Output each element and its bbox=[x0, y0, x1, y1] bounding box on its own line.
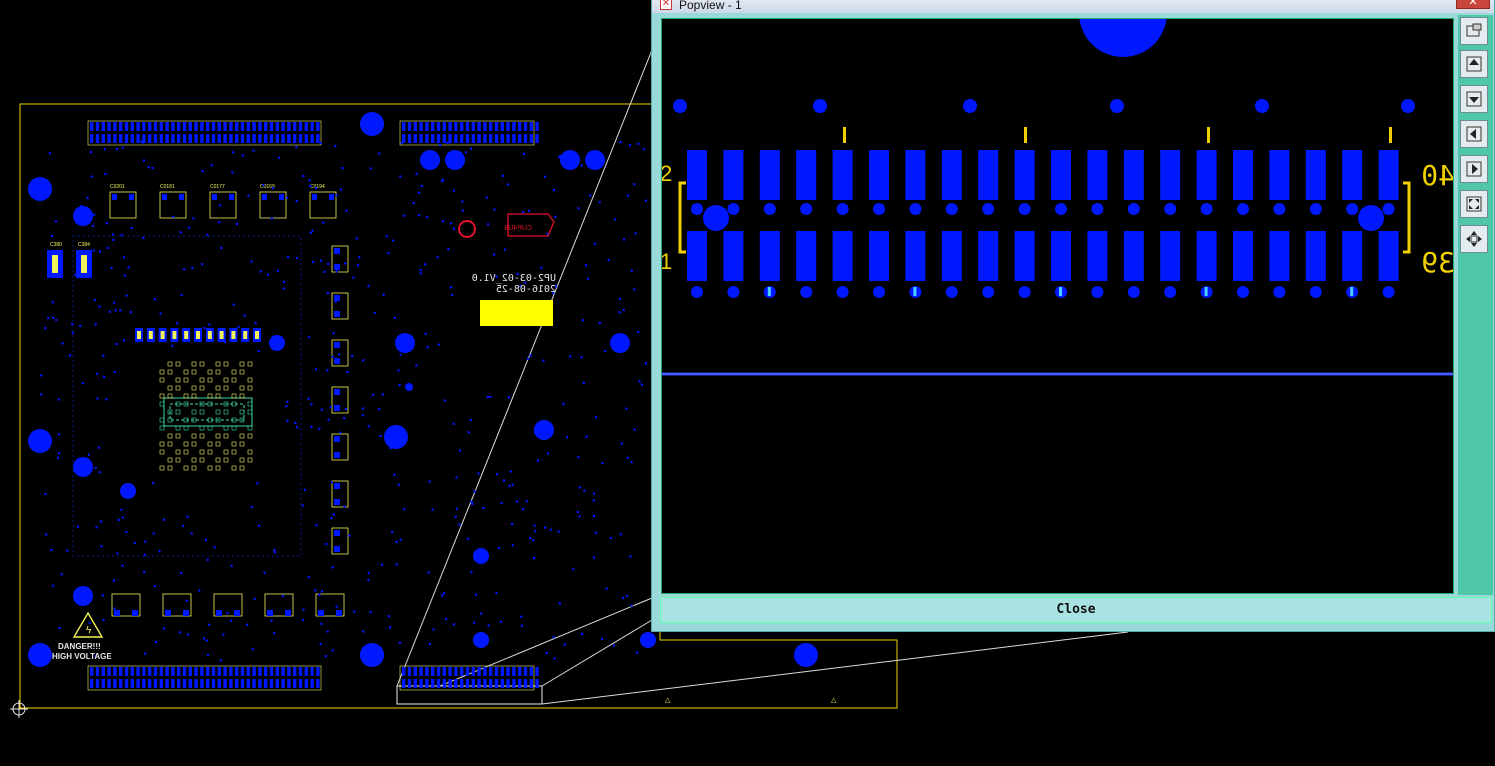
svg-text:1: 1 bbox=[662, 249, 672, 274]
svg-text:C0194: C0194 bbox=[310, 184, 325, 190]
bottom-capacitors bbox=[111, 593, 345, 617]
popview-titlebar[interactable]: ✕ Popview - 1 ✕ bbox=[652, 0, 1494, 13]
connector-pads bbox=[687, 150, 1399, 298]
mounting-hole bbox=[1079, 0, 1167, 57]
pin-label-40: 40 bbox=[1421, 159, 1453, 192]
svg-text:△: △ bbox=[665, 697, 671, 704]
connector-outline-right bbox=[1403, 181, 1411, 254]
pin-label-39: 39 bbox=[1421, 246, 1453, 279]
highlight-rect bbox=[480, 300, 553, 326]
svg-text:HIGH VOLTAGE: HIGH VOLTAGE bbox=[52, 652, 112, 661]
date-text: 2016-08-25 bbox=[496, 284, 556, 295]
left-capacitors: C380 C384 bbox=[47, 242, 92, 278]
svg-text:2: 2 bbox=[662, 161, 672, 186]
revision-text: UP2-03-02_V1.0 bbox=[472, 273, 556, 284]
revision-block: UP2-03-02_V1.0 2016-08-25 bbox=[472, 273, 556, 295]
brand-mark: CUP4U8 bbox=[458, 213, 555, 238]
connector-top-right[interactable] bbox=[399, 120, 535, 146]
svg-text:C0181: C0181 bbox=[160, 184, 175, 190]
popview-canvas[interactable]: 40 39 2 1 bbox=[660, 0, 1455, 594]
zoom-source-box bbox=[396, 685, 543, 705]
pin-ticks bbox=[843, 127, 1392, 143]
window-close-icon[interactable]: ✕ bbox=[1456, 0, 1490, 9]
right-capacitor-column bbox=[331, 245, 349, 555]
pan-left-icon[interactable] bbox=[1460, 120, 1488, 148]
svg-text:ϟ: ϟ bbox=[86, 625, 92, 636]
zoom-fit-icon[interactable] bbox=[1460, 17, 1488, 45]
pan-up-icon[interactable] bbox=[1460, 50, 1488, 78]
svg-text:C0201: C0201 bbox=[110, 184, 125, 190]
svg-text:C380: C380 bbox=[50, 242, 62, 248]
connector-outline-left bbox=[678, 181, 686, 254]
top-capacitors: C0201 C0181 C0177 C0169 C0194 bbox=[109, 184, 337, 219]
svg-text:C0177: C0177 bbox=[210, 184, 225, 190]
svg-text:C384: C384 bbox=[78, 242, 90, 248]
connector-bottom-left[interactable] bbox=[87, 665, 322, 691]
connector-top-left[interactable] bbox=[87, 120, 322, 146]
popview-toolbar bbox=[1458, 15, 1493, 595]
zoom-line bbox=[541, 619, 653, 687]
popview-window[interactable]: ✕ Popview - 1 ✕ 40 39 2 1 bbox=[651, 0, 1495, 632]
svg-text:C0169: C0169 bbox=[260, 184, 275, 190]
high-voltage-warning: ϟ DANGER!!! HIGH VOLTAGE bbox=[52, 611, 112, 661]
zoom-line bbox=[541, 631, 1129, 705]
pan-down-icon[interactable] bbox=[1460, 85, 1488, 113]
bga-region bbox=[72, 235, 302, 557]
mounting-holes bbox=[28, 112, 818, 667]
origin-marker-icon bbox=[10, 700, 28, 718]
cap-row bbox=[135, 328, 261, 342]
via-row bbox=[673, 99, 1415, 113]
pan-right-icon[interactable] bbox=[1460, 155, 1488, 183]
zoom-line bbox=[439, 597, 653, 687]
zoom-out-icon[interactable] bbox=[1460, 225, 1488, 253]
popview-title: Popview - 1 bbox=[679, 0, 742, 12]
zoom-in-icon[interactable] bbox=[1460, 190, 1488, 218]
close-button[interactable]: Close bbox=[660, 597, 1492, 623]
app-icon: ✕ bbox=[660, 0, 672, 10]
svg-text:CUP4U8: CUP4U8 bbox=[504, 225, 532, 232]
svg-text:△: △ bbox=[831, 697, 837, 704]
svg-text:DANGER!!!: DANGER!!! bbox=[58, 642, 101, 651]
